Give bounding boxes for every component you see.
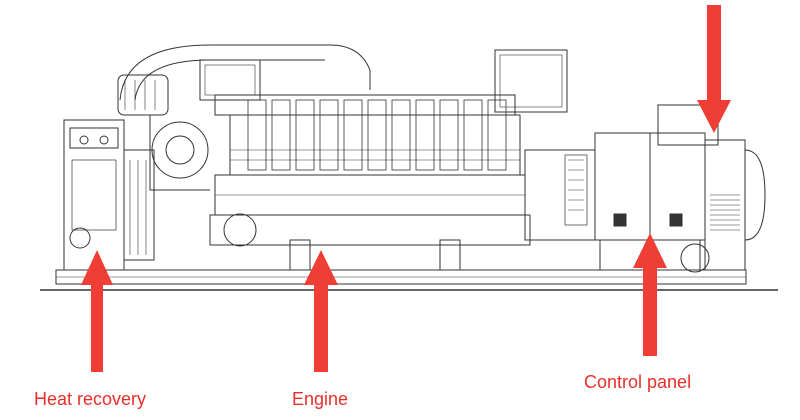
arrows [81, 5, 731, 372]
exhaust-ducting [117, 44, 371, 191]
label-engine: Engine [292, 389, 349, 409]
arrow-heat-recovery [81, 250, 113, 372]
generator-set-drawing [40, 44, 778, 291]
alternator [657, 104, 766, 273]
label-heat-recovery: Heat recovery [34, 389, 147, 409]
arrow-alternator [697, 5, 731, 133]
engine-block [209, 94, 531, 271]
arrow-engine [304, 250, 338, 372]
heat-recovery-unit [63, 119, 155, 271]
arrow-control-panel [633, 233, 667, 356]
label-control-panel: Control panel [584, 372, 692, 392]
